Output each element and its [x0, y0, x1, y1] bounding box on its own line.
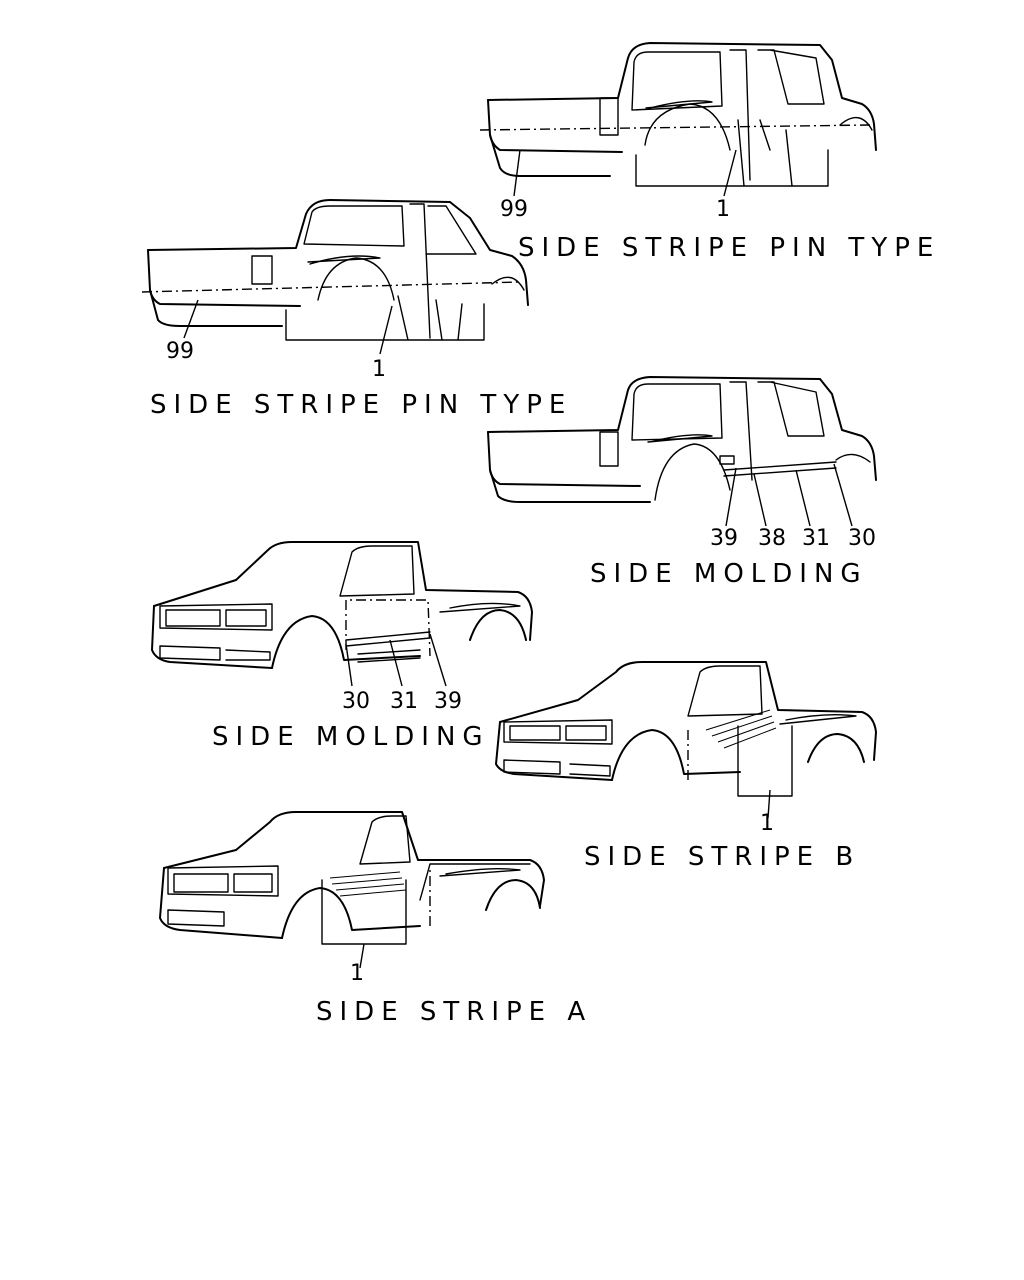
- callout-31: 31: [390, 689, 418, 714]
- truck-crew-cab-rear-view: [479, 42, 877, 187]
- leader-39: [725, 467, 737, 527]
- callout-99: 99: [166, 339, 194, 364]
- callout-39: 39: [710, 526, 738, 551]
- callout-30: 30: [342, 689, 370, 714]
- callout-1: 1: [760, 811, 774, 836]
- leader-30: [345, 643, 353, 687]
- callout-38: 38: [758, 526, 786, 551]
- leader-30: [833, 463, 853, 527]
- leader-99: [513, 149, 521, 197]
- truck-spacecab-rear-view: [141, 199, 529, 341]
- callout-39: 39: [434, 689, 462, 714]
- figure-regular-cab-side-stripe-a: 1 SIDE STRIPE A: [159, 811, 592, 1027]
- figure-spacecab-pin-type: 99 1 SIDE STRIPE PIN TYPE: [141, 199, 572, 420]
- callout-1: 1: [716, 197, 730, 222]
- callout-30: 30: [848, 526, 876, 551]
- callout-31: 31: [802, 526, 830, 551]
- truck-spacecab-front-view: [151, 541, 533, 669]
- leader-39: [429, 633, 447, 687]
- leader-1: [767, 789, 771, 819]
- leader-1: [359, 943, 365, 969]
- figure-caption: SIDE MOLDING: [212, 722, 490, 752]
- truck-regular-cab-front-view: [159, 811, 545, 945]
- figure-caption: SIDE STRIPE PIN TYPE: [518, 233, 940, 263]
- leader-31: [795, 469, 811, 527]
- leader-38: [753, 473, 767, 527]
- callout-99: 99: [500, 197, 528, 222]
- figure-spacecab-side-stripe-b: 1 SIDE STRIPE B: [495, 661, 877, 872]
- figure-caption: SIDE STRIPE PIN TYPE: [150, 390, 572, 420]
- leader-31: [389, 639, 403, 687]
- figure-crew-cab-side-molding: 39 38 31 30 SIDE MOLDING: [487, 376, 877, 589]
- figure-caption: SIDE STRIPE A: [316, 997, 592, 1027]
- figure-crew-cab-pin-type: 99 1 SIDE STRIPE PIN TYPE: [479, 42, 940, 263]
- truck-spacecab-front-view: [495, 661, 877, 797]
- truck-crew-cab-rear-view: [487, 376, 877, 503]
- callout-1: 1: [350, 961, 364, 986]
- figure-caption: SIDE STRIPE B: [584, 842, 860, 872]
- leader-1: [723, 149, 737, 197]
- figure-spacecab-side-molding: 30 31 39 SIDE MOLDING: [151, 541, 533, 752]
- leader-99: [183, 299, 199, 339]
- figure-caption: SIDE MOLDING: [590, 559, 868, 589]
- leader-1: [379, 305, 393, 355]
- callout-1: 1: [372, 357, 386, 382]
